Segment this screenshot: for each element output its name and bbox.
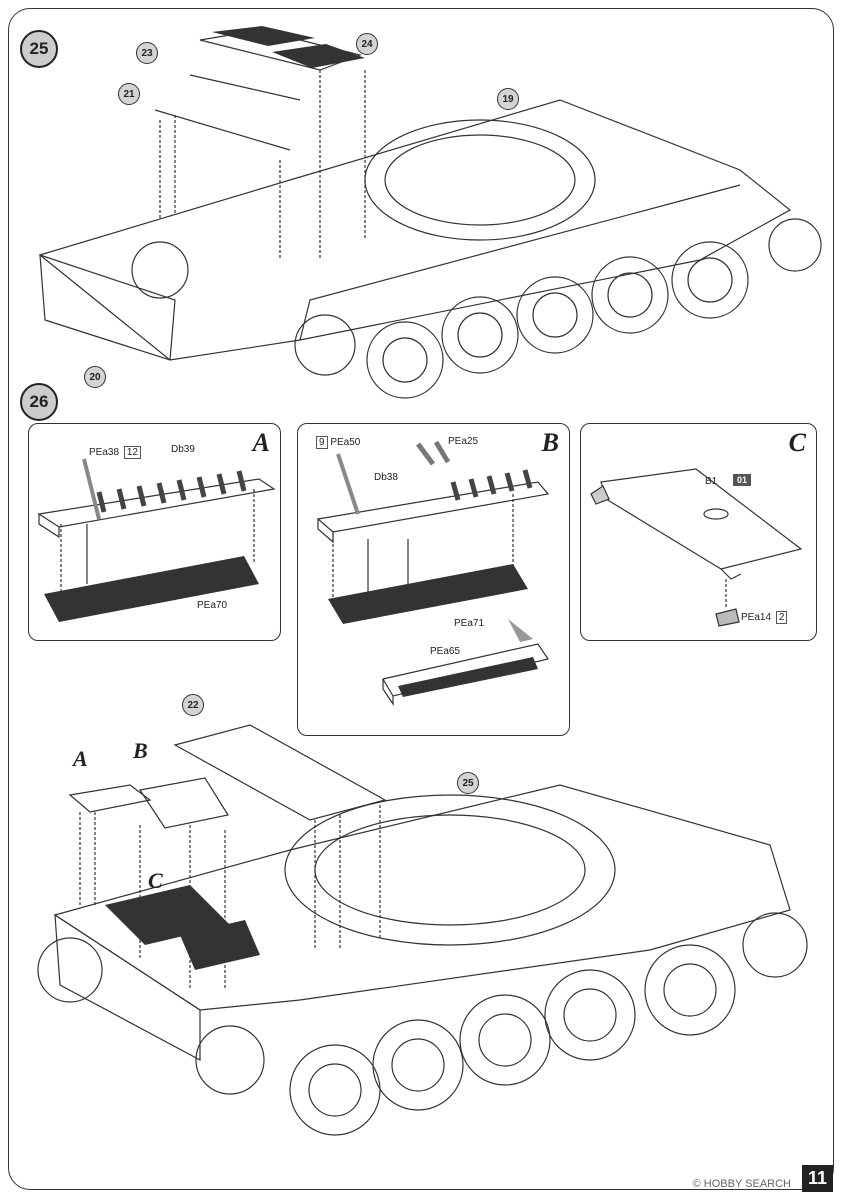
tag-01: 01 — [733, 474, 752, 486]
label-pea70: PEa70 — [197, 600, 228, 611]
panel-c-letter: C — [788, 428, 806, 457]
label-pea50: 9 PEa50 — [314, 436, 360, 449]
qty-pea14: 2 — [775, 611, 788, 624]
panel-b-letter: B — [541, 428, 559, 457]
label-pea38: PEa38 12 — [89, 446, 141, 459]
label-b1: B1 — [705, 476, 718, 487]
callout-19: 19 — [497, 88, 519, 110]
label-pea65: PEa65 — [430, 646, 461, 657]
main-letter-c: C — [148, 868, 163, 893]
callout-20: 20 — [84, 366, 106, 388]
panel-b-art — [316, 440, 550, 706]
step-26-badge: 26 — [20, 383, 58, 421]
callout-25: 25 — [457, 772, 479, 794]
panel-b: B 9 PEa50 PEa25 Db38 PEa71 PEa65 — [297, 423, 570, 736]
label-pea71: PEa71 — [454, 618, 485, 629]
watermark: © HOBBY SEARCH — [692, 1178, 791, 1190]
qty-pea50: 9 — [316, 436, 328, 449]
main-letter-a: A — [73, 746, 88, 771]
panel-c: C B1 01 PEa14 2 — [580, 423, 817, 641]
panel-a-letter: A — [252, 428, 270, 457]
callout-23: 23 — [136, 42, 158, 64]
panel-c-art — [590, 468, 803, 627]
step-25-badge: 25 — [20, 30, 58, 68]
label-pea14: PEa14 2 — [741, 611, 788, 624]
callout-24: 24 — [356, 33, 378, 55]
panel-a: A PEa38 12 Db39 PEa70 — [28, 423, 281, 641]
label-pea25: PEa25 — [448, 436, 479, 447]
page-frame — [8, 8, 834, 1190]
label-db39: Db39 — [171, 444, 195, 455]
label-db38: Db38 — [374, 472, 398, 483]
qty-pea38: 12 — [123, 446, 141, 459]
main-letter-b: B — [133, 738, 148, 763]
page-number: 11 — [801, 1165, 833, 1192]
callout-22: 22 — [182, 694, 204, 716]
panel-a-art — [37, 458, 276, 622]
callout-21: 21 — [118, 83, 140, 105]
